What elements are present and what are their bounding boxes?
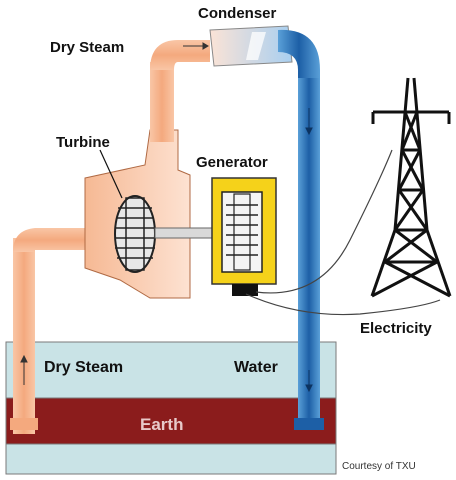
earth-label: Earth <box>140 415 183 434</box>
steam-pipe-elbow <box>13 228 90 252</box>
condenser-highlight <box>246 32 266 60</box>
flow-arrow-icon <box>20 354 28 385</box>
steam-pipe-cap <box>10 418 38 430</box>
turbine-shaft <box>154 227 218 239</box>
flow-arrow-icon <box>183 42 209 50</box>
dry-steam-ground-label: Dry Steam <box>44 359 123 376</box>
transmission-tower-icon <box>370 77 452 298</box>
ground-surface-layer <box>5 341 337 399</box>
electricity-cable-lower <box>245 293 441 316</box>
turbine-icon <box>114 195 156 273</box>
credit-label: Courtesy of TXU <box>342 461 416 472</box>
water-pipe-bend <box>278 29 320 81</box>
steam-pipe-vertical <box>13 238 35 434</box>
generator-label: Generator <box>196 154 268 171</box>
turbine-label: Turbine <box>56 134 110 151</box>
dry-steam-top-label: Dry Steam <box>50 39 124 56</box>
generator-icon <box>211 177 277 296</box>
condenser-label: Condenser <box>198 5 277 22</box>
water-pipe-vertical <box>298 78 320 428</box>
steam-pipe-rise <box>150 62 174 142</box>
electricity-label: Electricity <box>360 320 432 337</box>
flow-arrow-icon <box>305 108 313 136</box>
earth-layer <box>5 397 337 445</box>
water-pipe-cap <box>294 418 324 430</box>
turbine-label-leader <box>99 149 123 199</box>
flow-arrow-icon <box>305 370 313 393</box>
electricity-cable-upper <box>255 149 393 294</box>
water-label: Water <box>234 359 278 376</box>
steam-pipe-top-bend <box>150 40 210 70</box>
bedrock-layer <box>5 443 337 475</box>
